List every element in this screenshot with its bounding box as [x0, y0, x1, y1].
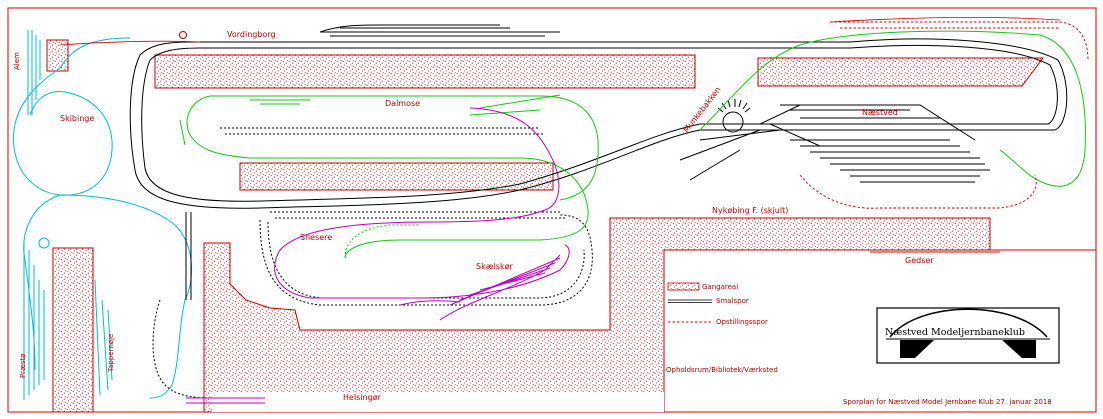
label-nykobing: Nykøbing F. (skjult) [712, 206, 788, 215]
label-gedser: Gedser [905, 256, 934, 265]
club-logo-bridge-arch [889, 308, 1048, 338]
main-line-outer [129, 38, 1068, 209]
magenta-track-main [274, 107, 570, 321]
storage-track-right-lower [799, 174, 1037, 209]
green-track [179, 30, 1086, 259]
tunnel-dashed-upper [220, 127, 565, 219]
walkway-bottom-u [203, 217, 991, 413]
green-track-yard [179, 94, 561, 146]
footer-caption: Sporplan for Næstved Model Jernbane Klub… [843, 398, 1052, 406]
label-snesere: Snesere [300, 233, 332, 242]
walkway-praesto [52, 247, 94, 413]
club-logo-text: Næstved Modeljernbaneklub [885, 327, 1025, 338]
club-logo-bridge-right-support [1002, 340, 1036, 358]
label-helsingor: Helsingør [343, 393, 382, 402]
walkway-middle [239, 162, 554, 191]
green-dashed [344, 224, 420, 259]
legend: Gangareal Smalspor Opstillingsspor [667, 282, 768, 326]
label-skibinge: Skibinge [60, 114, 94, 123]
cyan-track-praesto-bundle [23, 30, 45, 400]
legend-storage-track-label: Opstillingsspor [716, 318, 768, 326]
red-line-top [59, 16, 1061, 46]
green-track-dalmose [186, 95, 599, 259]
label-munkebakken: Munkebakken [681, 85, 722, 134]
turntable-rays [717, 99, 751, 113]
cyan-track-tappernoje [94, 279, 113, 396]
legend-walkway-label: Gangareal [702, 283, 738, 291]
magenta-helsingor [186, 397, 265, 404]
snesere-loop [259, 214, 593, 306]
label-naestved: Næstved [862, 108, 898, 117]
vordingborg-marker [179, 31, 187, 39]
label-praesto: Præstø [19, 353, 27, 378]
label-alem: Alem [13, 52, 21, 70]
left-vertical-track [185, 212, 192, 300]
munkebakken-turntable [722, 111, 744, 133]
walkway-bottom-mask [212, 392, 664, 412]
cyan-track [13, 30, 193, 400]
vordingborg-sidings [319, 24, 560, 37]
main-line-inner [141, 44, 1058, 202]
helsingor-track [152, 299, 213, 399]
label-vordingborg: Vordingborg [227, 30, 276, 39]
room-label: Opholdsrum/Bibliotek/Værksted [666, 366, 778, 374]
green-track-main [699, 30, 1086, 187]
storage-track-right-top [830, 21, 1089, 61]
label-skaelskor: Skælskør [476, 262, 513, 271]
walkway-top-left [154, 54, 696, 89]
magenta-track [186, 107, 570, 404]
club-logo-bridge-left-support [900, 340, 934, 358]
walkway-top-right [757, 57, 1044, 87]
legend-walkway-swatch [667, 282, 700, 291]
legend-narrow-gauge-label: Smalspor [716, 297, 749, 305]
label-tappernoje: Tappernøje [107, 334, 115, 373]
cyan-turntable [38, 237, 50, 249]
club-logo: Næstved Modeljernbaneklub [876, 307, 1060, 364]
storage-tracks [799, 21, 1089, 209]
label-dalmose: Dalmose [385, 99, 420, 108]
walkway-areas [46, 39, 1044, 413]
naestved-yard [679, 104, 990, 183]
